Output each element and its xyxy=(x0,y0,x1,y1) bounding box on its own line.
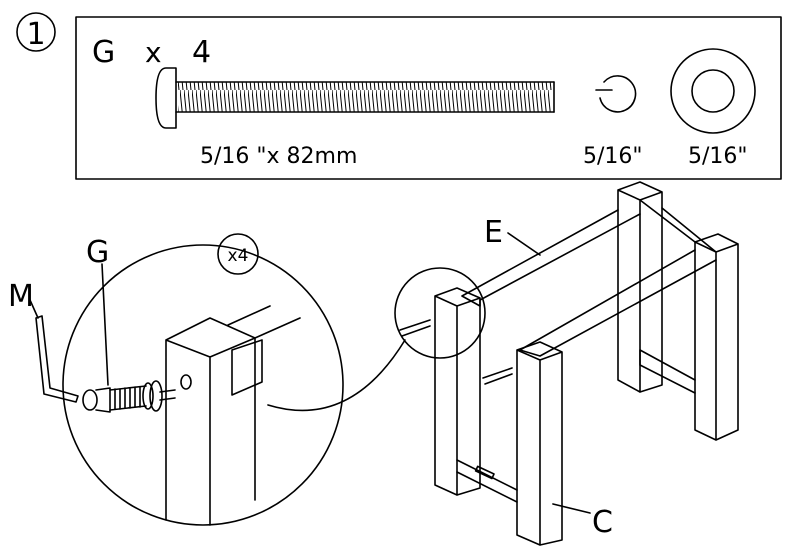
step-number-badge: 1 xyxy=(16,12,56,52)
hex-wrench-icon xyxy=(35,315,79,403)
top-rail-label: E xyxy=(484,215,503,250)
multiplier-sign: x xyxy=(145,36,162,69)
lock-washer-size: 5/16" xyxy=(583,144,643,169)
frame-bolt-2 xyxy=(482,367,513,385)
leg-label: C xyxy=(592,505,613,540)
frame-bolt-1 xyxy=(399,319,431,337)
bolt-label-leader xyxy=(101,263,109,386)
flat-washer-icon xyxy=(670,48,756,134)
bolt-size-label: 5/16 "x 82mm xyxy=(200,144,357,169)
detail-magnifier xyxy=(29,244,406,526)
flat-washer-size: 5/16" xyxy=(688,144,748,169)
bolt-detail-icon xyxy=(82,380,176,413)
detail-reference-circle xyxy=(394,267,486,359)
hardware-parts-box: G x 4 5/16 "x 82mm 5/16" 5/16" xyxy=(75,16,782,180)
part-quantity: 4 xyxy=(192,35,211,70)
bolt-icon xyxy=(155,67,555,129)
bench-frame-assembly xyxy=(399,181,739,546)
lock-washer-icon xyxy=(595,75,637,113)
detail-leader-line xyxy=(267,339,406,412)
wrench-callout-label: M xyxy=(8,279,34,314)
count-badge-text: x4 xyxy=(228,246,249,266)
step-number: 1 xyxy=(26,17,45,52)
wrench-label-leader xyxy=(29,299,39,319)
part-label: G xyxy=(92,35,115,70)
bolt-callout-label: G xyxy=(86,235,109,270)
count-badge: x4 xyxy=(217,233,259,275)
